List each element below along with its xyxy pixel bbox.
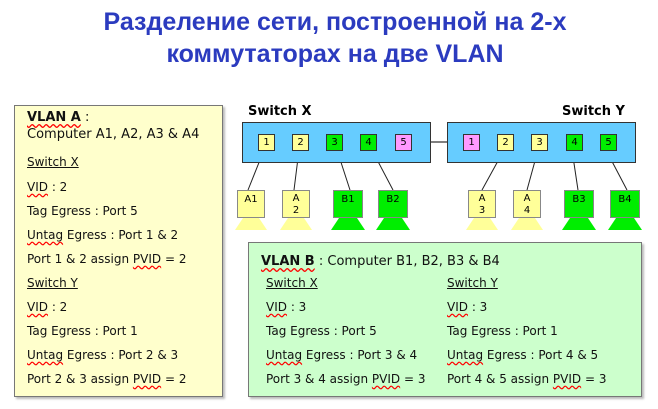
vlan-b-switch-x-vid: VID : 3 [266, 300, 307, 314]
vlan-a-switch-x-tag: Tag Egress : Port 5 [27, 204, 138, 218]
title-line-1: Разделение сети, построенной на 2-х [103, 8, 567, 36]
title-line-2: коммутаторах на две VLAN [166, 40, 504, 68]
vlan-a-switch-x-vid: VID : 2 [27, 180, 68, 194]
computer-a4-box [513, 190, 541, 218]
computer-a3: A 3 [478, 193, 486, 216]
switch-x-port-3: 3 [326, 134, 343, 151]
vlan-a-computers: Computer A1, A2, A3 & A4 [27, 127, 200, 142]
switch-y-port-3: 3 [531, 134, 548, 151]
switch-x-port-4: 4 [360, 134, 377, 151]
computer-b2-base [376, 218, 410, 230]
switch-x-label: Switch X [248, 104, 312, 119]
vlan-b-switch-y-pvid: Port 4 & 5 assign PVID = 3 [447, 372, 607, 386]
computer-a1: A1 [237, 190, 265, 218]
vlan-b-switch-y-untag: Untag Egress : Port 4 & 5 [447, 348, 599, 362]
computer-b1: B1 [333, 190, 363, 218]
switch-y-port-2: 2 [497, 134, 514, 151]
vlan-a-switch-x-untag: Untag Egress : Port 1 & 2 [27, 228, 179, 242]
computer-b4: B4 [610, 190, 640, 218]
slide-title: Разделение сети, построенной на 2-х комм… [0, 6, 658, 70]
vlan-b-switch-y-tag: Tag Egress : Port 1 [447, 324, 558, 338]
vlan-a-heading: VLAN A : [27, 110, 90, 125]
vlan-b-switch-x-untag: Untag Egress : Port 3 & 4 [266, 348, 418, 362]
computer-a2-base [280, 218, 312, 230]
vlan-b-panel [248, 242, 642, 397]
switch-x-port-5: 5 [395, 134, 412, 151]
switch-y-port-1: 1 [463, 134, 480, 151]
vlan-a-switch-y-untag: Untag Egress : Port 2 & 3 [27, 348, 179, 362]
computer-b3: B3 [564, 190, 594, 218]
vlan-a-switch-y-tag: Tag Egress : Port 1 [27, 324, 138, 338]
computer-a3-base [466, 218, 498, 230]
computer-b4-base [608, 218, 642, 230]
vlan-b-switch-x-label: Switch X [266, 276, 318, 290]
vlan-b-switch-x-tag: Tag Egress : Port 5 [266, 324, 377, 338]
vlan-b-heading: VLAN B : Computer B1, B2, B3 & B4 [261, 254, 500, 269]
vlan-a-switch-y-vid: VID : 2 [27, 300, 68, 314]
computer-a4: A 4 [523, 193, 531, 216]
computer-b1-base [331, 218, 365, 230]
vlan-b-switch-y-label: Switch Y [447, 276, 498, 290]
switch-y-port-4: 4 [566, 134, 583, 151]
vlan-a-switch-y-label: Switch Y [27, 276, 78, 290]
computer-a4-base [511, 218, 543, 230]
switch-y-port-5: 5 [600, 134, 617, 151]
switch-y-label: Switch Y [562, 104, 625, 119]
vlan-a-switch-x-label: Switch X [27, 155, 79, 169]
switch-x-port-2: 2 [292, 134, 309, 151]
vlan-a-switch-x-pvid: Port 1 & 2 assign PVID = 2 [27, 252, 187, 266]
computer-a3-box [468, 190, 496, 218]
vlan-b-switch-y-vid: VID : 3 [447, 300, 488, 314]
vlan-b-switch-x-pvid: Port 3 & 4 assign PVID = 3 [266, 372, 426, 386]
computer-a1-base [235, 218, 267, 230]
switch-x-port-1: 1 [258, 134, 275, 151]
computer-a2: A 2 [292, 193, 300, 216]
computer-b3-base [562, 218, 596, 230]
vlan-a-panel [14, 105, 223, 397]
computer-a2-box [282, 190, 310, 218]
computer-b2: B2 [378, 190, 408, 218]
vlan-a-switch-y-pvid: Port 2 & 3 assign PVID = 2 [27, 372, 187, 386]
